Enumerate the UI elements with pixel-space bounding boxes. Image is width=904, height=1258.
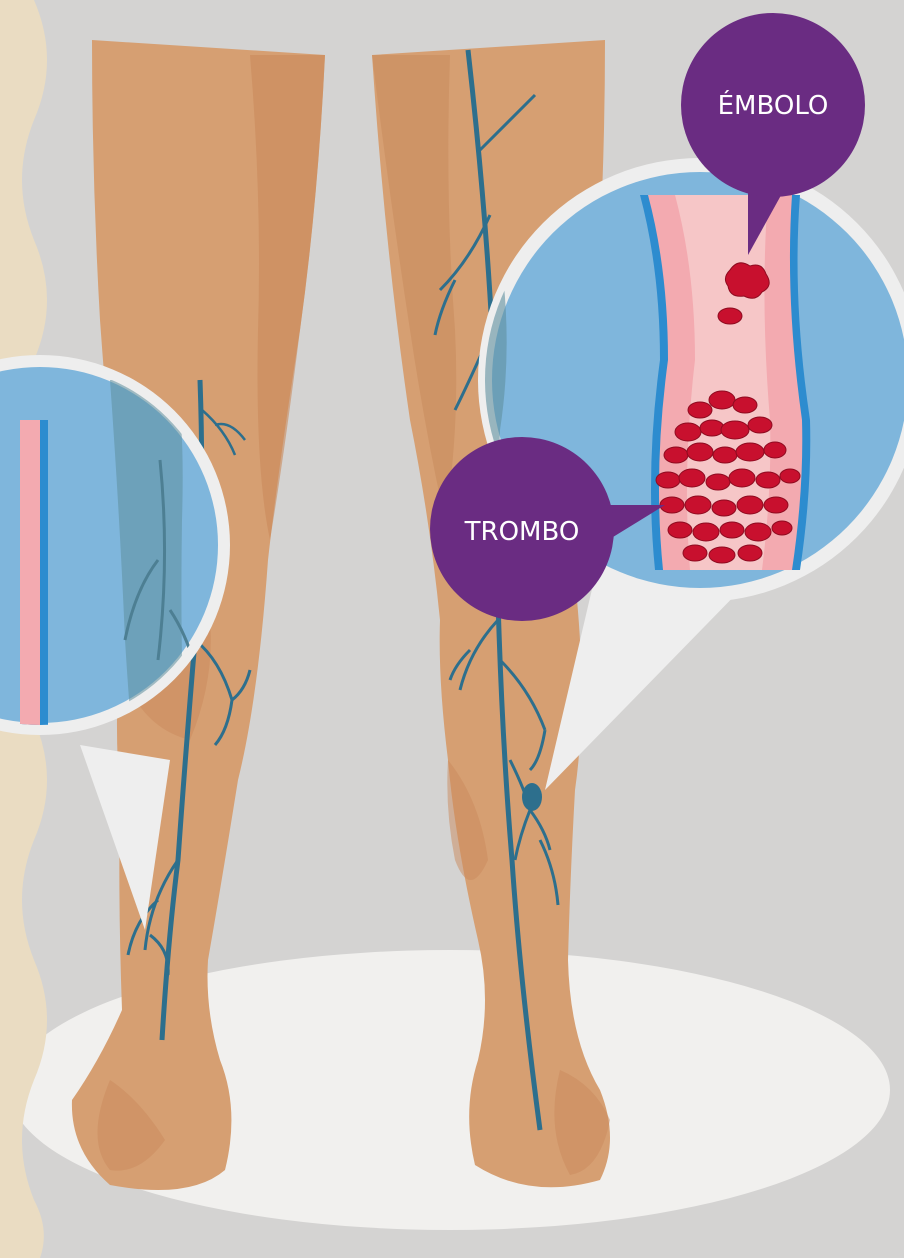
trombo-label: TROMBO [464,517,580,547]
embolo-label: ÉMBOLO [718,89,829,121]
clot-in-leg [522,783,542,811]
